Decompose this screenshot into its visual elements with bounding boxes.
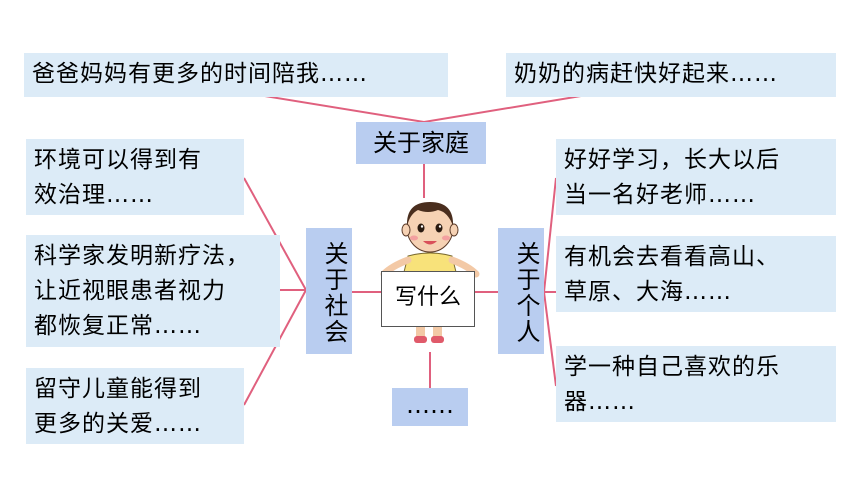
society-item-2-line-1: 科学家发明新疗法， (34, 243, 250, 269)
family-item-1: 爸爸妈妈有更多的时间陪我…… (24, 53, 448, 97)
personal-connector-3 (543, 291, 557, 387)
personal-header: 关于个人 (498, 228, 544, 354)
family-item-1-text: 爸爸妈妈有更多的时间陪我…… (32, 61, 368, 87)
personal-item-2-line-2: 草原、大海…… (564, 279, 732, 305)
society-item-2: 科学家发明新疗法， 让近视眼患者视力 都恢复正常…… (26, 235, 280, 347)
family-header: 关于家庭 (356, 122, 486, 164)
more-header-label: …… (406, 391, 454, 419)
family-item-2: 奶奶的病赶快好起来…… (506, 53, 836, 97)
personal-item-2-line-1: 有机会去看看高山、 (564, 244, 780, 270)
society-item-1-line-1: 环境可以得到有 (34, 147, 202, 173)
child-holding-sign-illustration (380, 202, 480, 343)
family-item-2-text: 奶奶的病赶快好起来…… (514, 61, 778, 87)
personal-connector-1 (543, 177, 557, 293)
more-header: …… (392, 388, 468, 426)
personal-item-1-line-2: 当一名好老师…… (564, 182, 756, 208)
society-item-3-line-1: 留守儿童能得到 (34, 376, 202, 402)
society-header: 关于社会 (306, 228, 352, 354)
center-topic-card: 写什么 (381, 271, 475, 327)
personal-item-1-line-1: 好好学习，长大以后 (564, 147, 780, 173)
personal-header-label: 关于个人 (512, 241, 540, 345)
personal-item-1: 好好学习，长大以后 当一名好老师…… (556, 139, 836, 215)
society-item-1: 环境可以得到有 效治理…… (26, 139, 244, 215)
family-header-label: 关于家庭 (373, 129, 469, 157)
society-item-2-line-3: 都恢复正常…… (34, 313, 202, 339)
personal-item-3-line-2: 器…… (564, 389, 636, 415)
personal-item-3-line-1: 学一种自己喜欢的乐 (564, 354, 780, 380)
center-topic-label: 写什么 (394, 285, 461, 310)
society-item-1-line-2: 效治理…… (34, 182, 154, 208)
society-header-label: 关于社会 (320, 241, 348, 345)
personal-item-3: 学一种自己喜欢的乐 器…… (556, 346, 836, 422)
society-item-3-line-2: 更多的关爱…… (34, 411, 202, 437)
society-item-2-line-2: 让近视眼患者视力 (34, 278, 226, 304)
society-item-3: 留守儿童能得到 更多的关爱…… (26, 368, 244, 444)
personal-item-2: 有机会去看看高山、 草原、大海…… (556, 236, 836, 312)
society-connector-3 (243, 289, 307, 406)
society-connector-1 (243, 177, 307, 291)
